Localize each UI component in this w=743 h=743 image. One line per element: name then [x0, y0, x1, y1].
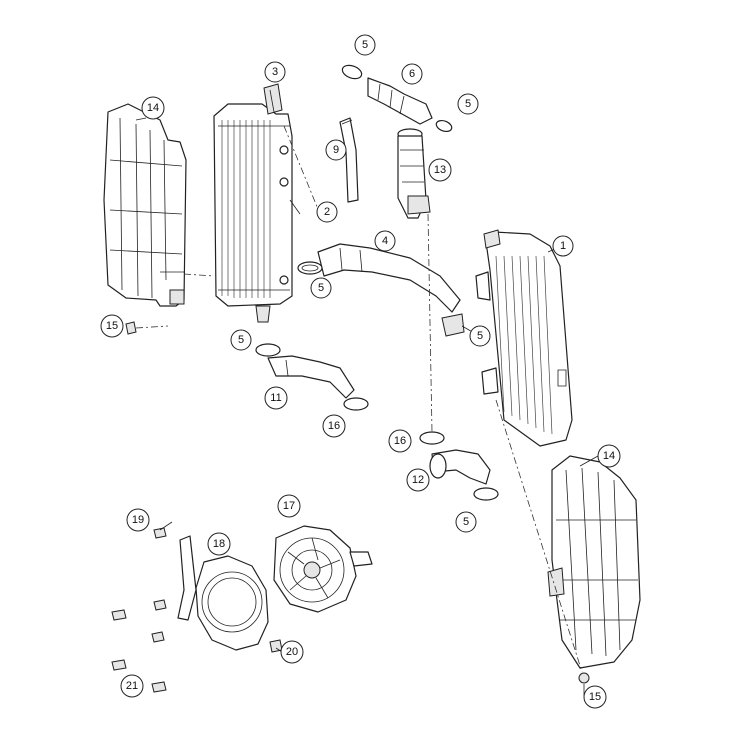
callout-2: 2	[316, 201, 338, 223]
callout-9: 9	[325, 139, 347, 161]
callout-5-top: 5	[354, 34, 376, 56]
right-radiator	[475, 229, 573, 447]
svg-text:12: 12	[412, 474, 424, 486]
callout-21: 21	[120, 674, 144, 698]
svg-text:2: 2	[324, 206, 330, 218]
svg-text:19: 19	[132, 514, 144, 526]
callout-5-top-right: 5	[457, 93, 479, 115]
svg-text:14: 14	[147, 102, 159, 114]
svg-text:20: 20	[286, 646, 298, 658]
callout-18: 18	[207, 532, 231, 556]
callout-6: 6	[401, 63, 423, 85]
hose-9	[339, 117, 359, 203]
callout-16-right: 16	[388, 429, 412, 453]
svg-text:15: 15	[106, 320, 118, 332]
fan-shroud-18	[177, 535, 269, 651]
svg-text:5: 5	[238, 334, 244, 346]
hose-13	[397, 128, 431, 219]
callout-13: 13	[428, 158, 452, 182]
callout-14-left: 14	[141, 96, 165, 120]
hose-12	[419, 431, 499, 501]
callout-5-bottom: 5	[455, 511, 477, 533]
callout-5-middle-right: 5	[469, 325, 491, 347]
callout-12: 12	[406, 468, 430, 492]
assembly-lines	[135, 125, 583, 673]
callout-3: 3	[264, 61, 286, 83]
svg-text:11: 11	[270, 392, 281, 404]
right-radiator-shroud	[547, 455, 641, 669]
callout-14-right: 14	[597, 444, 621, 468]
hose-11	[255, 343, 369, 411]
bolts	[111, 321, 590, 693]
callout-15-right: 15	[583, 685, 607, 709]
svg-text:15: 15	[589, 691, 601, 703]
svg-text:14: 14	[603, 450, 615, 462]
callout-11: 11	[264, 386, 288, 410]
svg-text:5: 5	[362, 39, 368, 51]
svg-text:5: 5	[318, 282, 324, 294]
svg-text:5: 5	[465, 98, 471, 110]
callout-5-lower-left: 5	[230, 329, 252, 351]
svg-text:4: 4	[382, 235, 388, 247]
callout-15-left: 15	[100, 314, 124, 338]
callout-16-left: 16	[322, 414, 346, 438]
left-radiator-shroud	[103, 103, 187, 307]
svg-text:5: 5	[463, 516, 469, 528]
svg-text:6: 6	[409, 68, 415, 80]
clamp-5-left	[297, 261, 323, 275]
callout-17: 17	[277, 494, 301, 518]
hose-4	[317, 243, 465, 337]
svg-text:3: 3	[272, 66, 278, 78]
svg-text:1: 1	[560, 240, 566, 252]
callout-19: 19	[126, 508, 150, 532]
svg-text:16: 16	[394, 435, 406, 447]
svg-text:9: 9	[333, 144, 339, 156]
left-radiator	[213, 83, 293, 323]
svg-text:17: 17	[283, 500, 295, 512]
svg-text:16: 16	[328, 420, 340, 432]
connector-6	[341, 64, 453, 133]
svg-text:21: 21	[126, 680, 138, 692]
svg-text:13: 13	[434, 164, 446, 176]
callout-5-middle-left: 5	[310, 277, 332, 299]
svg-text:18: 18	[213, 538, 225, 550]
callout-4: 4	[374, 230, 396, 252]
callout-1: 1	[552, 235, 574, 257]
fan-17	[273, 525, 373, 613]
callout-20: 20	[280, 640, 304, 664]
svg-text:5: 5	[477, 330, 483, 342]
